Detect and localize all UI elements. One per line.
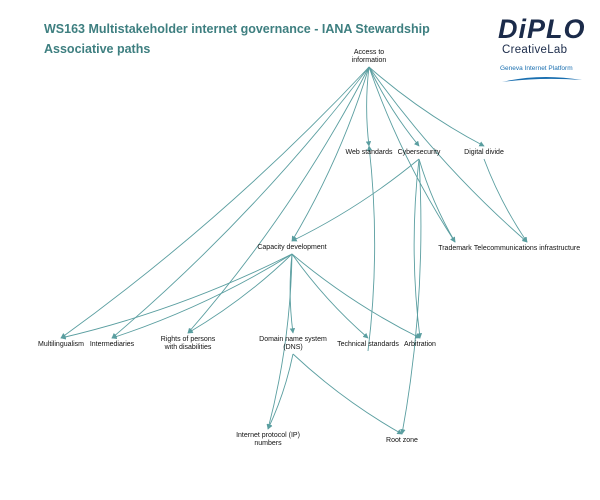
node-label-trademark: Trademark xyxy=(438,245,472,252)
edge-cyber-to-arb xyxy=(413,158,423,339)
node-label-multi: Multilingualism xyxy=(38,341,84,348)
node-divide[interactable]: Digital divide xyxy=(464,149,504,156)
edge-capacity-to-arb xyxy=(291,253,421,339)
node-multi[interactable]: Multilingualism xyxy=(38,341,84,348)
edge-capacity-to-ip xyxy=(266,253,293,430)
edge-dns-to-ip xyxy=(267,353,294,430)
node-root[interactable]: Root zone xyxy=(386,437,418,444)
node-label-telecom: Telecommunications infrastructure xyxy=(474,245,580,252)
edge-cyber-to-root xyxy=(400,158,422,435)
node-label-root: Root zone xyxy=(386,437,418,444)
edge-capacity-to-rights xyxy=(187,253,293,334)
logo-tagline: Geneva Internet Platform xyxy=(500,65,573,72)
node-label-dns: Domain name system xyxy=(259,336,327,343)
edge-access-to-telecom xyxy=(368,66,528,243)
title-line-1: WS163 Multistakeholder internet governan… xyxy=(44,22,430,36)
node-label-cyber: Cybersecurity xyxy=(398,149,441,156)
edge-capacity-to-inter xyxy=(111,253,293,340)
edge-capacity-to-multi xyxy=(60,253,293,340)
node-label-ip: Internet protocol (IP) xyxy=(236,432,300,439)
node-arb[interactable]: Arbitration xyxy=(404,341,436,348)
node-trademark[interactable]: Trademark xyxy=(438,245,472,252)
diplo-logo: DiPLO CreativeLab Geneva Internet Platfo… xyxy=(498,14,594,84)
logo-subtitle: CreativeLab xyxy=(502,44,568,56)
logo-swoosh-icon xyxy=(502,76,582,82)
edge-divide-to-telecom xyxy=(483,158,528,243)
node-label-access: Access to xyxy=(354,49,384,56)
edge-access-to-multi xyxy=(60,66,370,339)
edge-cyber-to-trademark xyxy=(418,158,456,243)
edge-access-to-trademark xyxy=(368,66,456,243)
node-web[interactable]: Web standards xyxy=(346,149,393,156)
edge-tech-to-web xyxy=(366,145,376,352)
edge-access-to-cyber xyxy=(368,66,420,147)
node-label-capacity: Capacity development xyxy=(257,244,326,251)
node-dns[interactable]: Domain name system(DNS) xyxy=(259,336,327,351)
logo-wordmark: DiPLO xyxy=(498,14,586,44)
node-capacity[interactable]: Capacity development xyxy=(257,244,326,251)
edge-access-to-inter xyxy=(111,66,370,339)
node-label-tech: Technical standards xyxy=(337,341,399,348)
node-label-web: Web standards xyxy=(346,149,393,156)
node-label-ip: numbers xyxy=(254,440,282,447)
edge-capacity-to-tech xyxy=(291,253,369,339)
edge-access-to-web xyxy=(365,66,372,147)
node-label-arb: Arbitration xyxy=(404,341,436,348)
node-telecom[interactable]: Telecommunications infrastructure xyxy=(474,245,580,252)
title-line-2: Associative paths xyxy=(44,42,151,56)
page-title: WS163 Multistakeholder internet governan… xyxy=(44,19,464,59)
edge-dns-to-root xyxy=(292,353,403,435)
node-cyber[interactable]: Cybersecurity xyxy=(398,149,441,156)
edge-access-to-capacity xyxy=(291,66,370,242)
edge-cyber-to-capacity xyxy=(291,158,420,242)
node-inter[interactable]: Intermediaries xyxy=(90,341,135,348)
node-ip[interactable]: Internet protocol (IP)numbers xyxy=(236,432,300,447)
node-tech[interactable]: Technical standards xyxy=(337,341,399,348)
node-label-access: information xyxy=(352,57,387,64)
edge-access-to-divide xyxy=(368,66,485,147)
node-label-dns: (DNS) xyxy=(283,344,302,351)
node-label-rights: Rights of persons xyxy=(161,336,216,343)
node-label-inter: Intermediaries xyxy=(90,341,135,348)
edge-access-to-rights xyxy=(187,66,370,334)
node-label-divide: Digital divide xyxy=(464,149,504,156)
edge-layer xyxy=(60,66,528,435)
node-label-rights: with disabilities xyxy=(164,344,212,351)
